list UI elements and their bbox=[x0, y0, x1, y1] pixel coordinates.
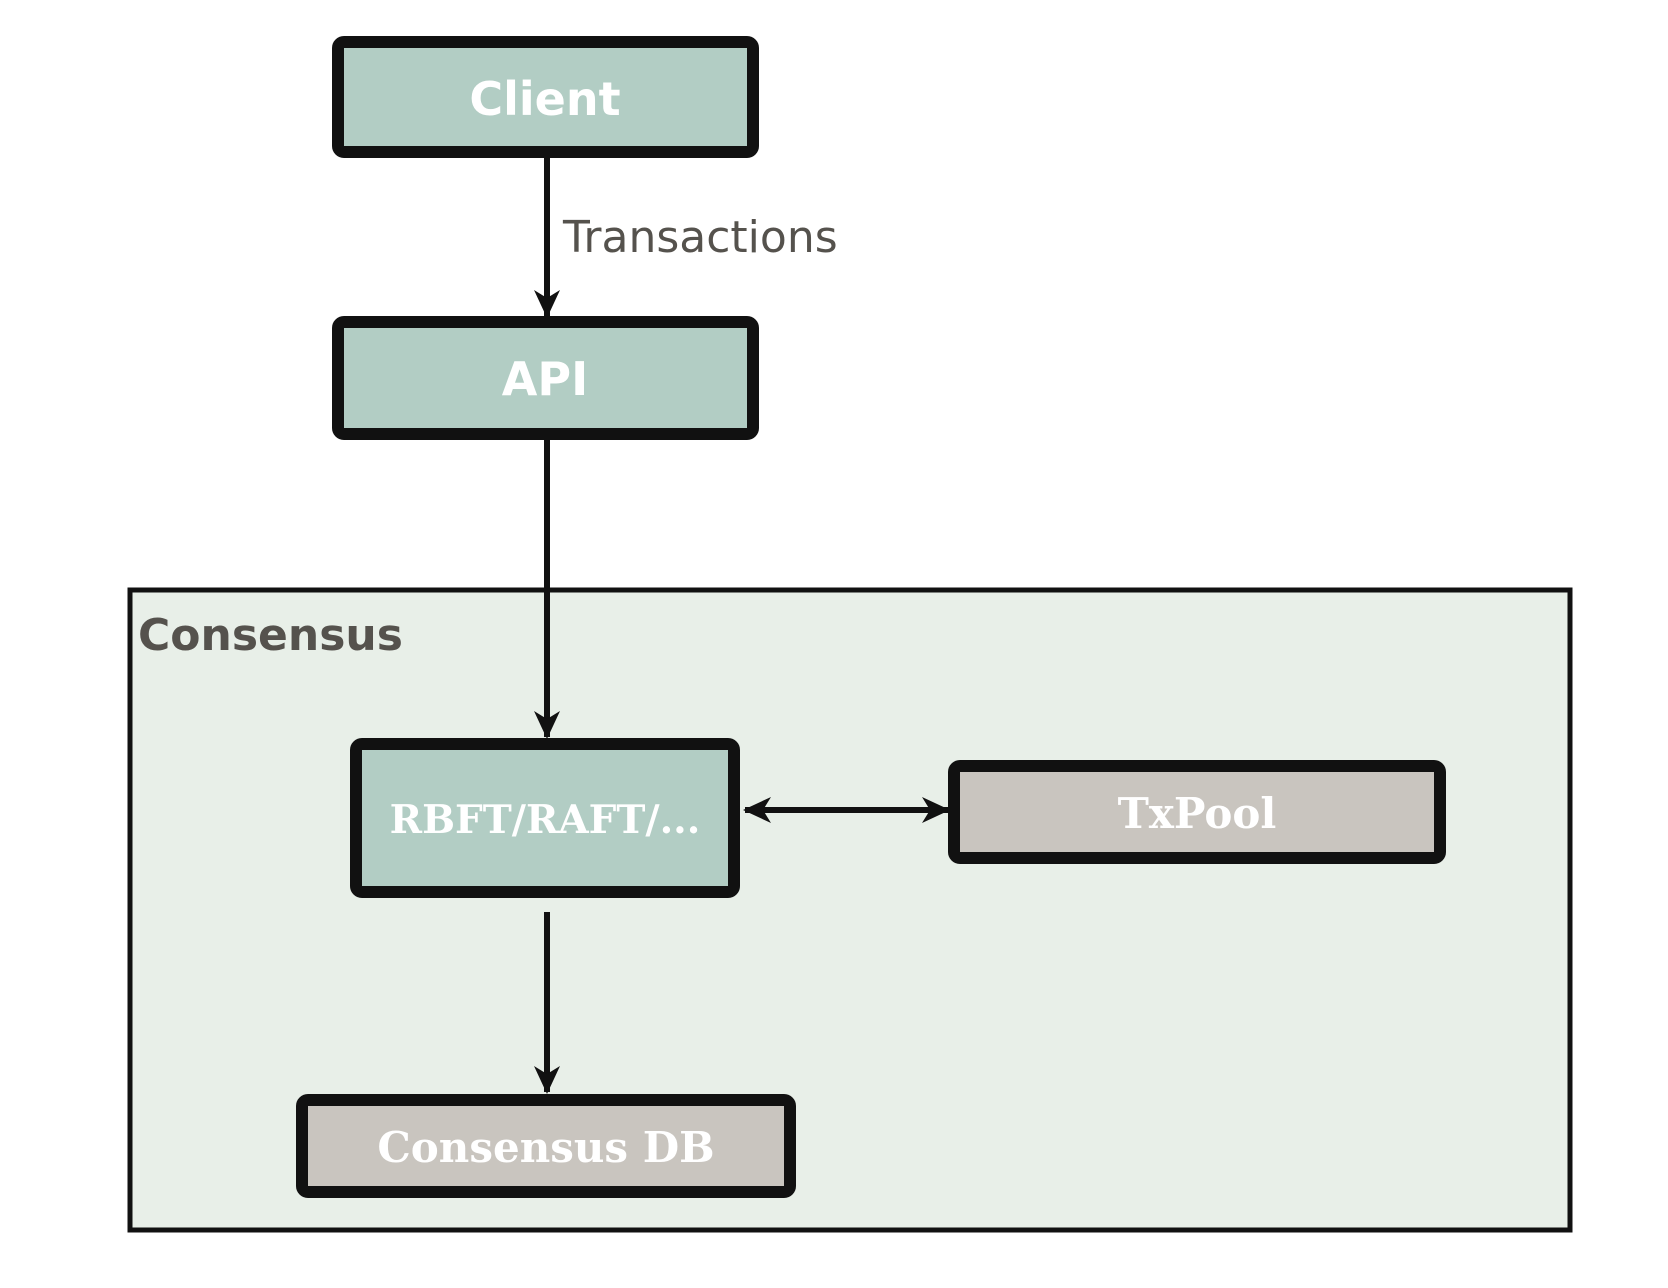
node-client: Client bbox=[332, 36, 759, 158]
node-consensus-engine: RBFT/RAFT/... bbox=[350, 738, 740, 898]
node-txpool-label: TxPool bbox=[1118, 789, 1277, 838]
node-api: API bbox=[332, 316, 759, 440]
node-consensus-engine-label: RBFT/RAFT/... bbox=[390, 797, 701, 843]
node-consensus-db-label: Consensus DB bbox=[377, 1123, 714, 1172]
consensus-container-label: Consensus bbox=[138, 610, 403, 661]
node-txpool: TxPool bbox=[948, 760, 1446, 864]
edge-label-transactions: Transactions bbox=[562, 212, 838, 263]
node-consensus-db: Consensus DB bbox=[296, 1094, 796, 1198]
node-api-label: API bbox=[502, 352, 588, 406]
edges: Transactions bbox=[534, 158, 950, 1094]
node-client-label: Client bbox=[469, 72, 620, 126]
